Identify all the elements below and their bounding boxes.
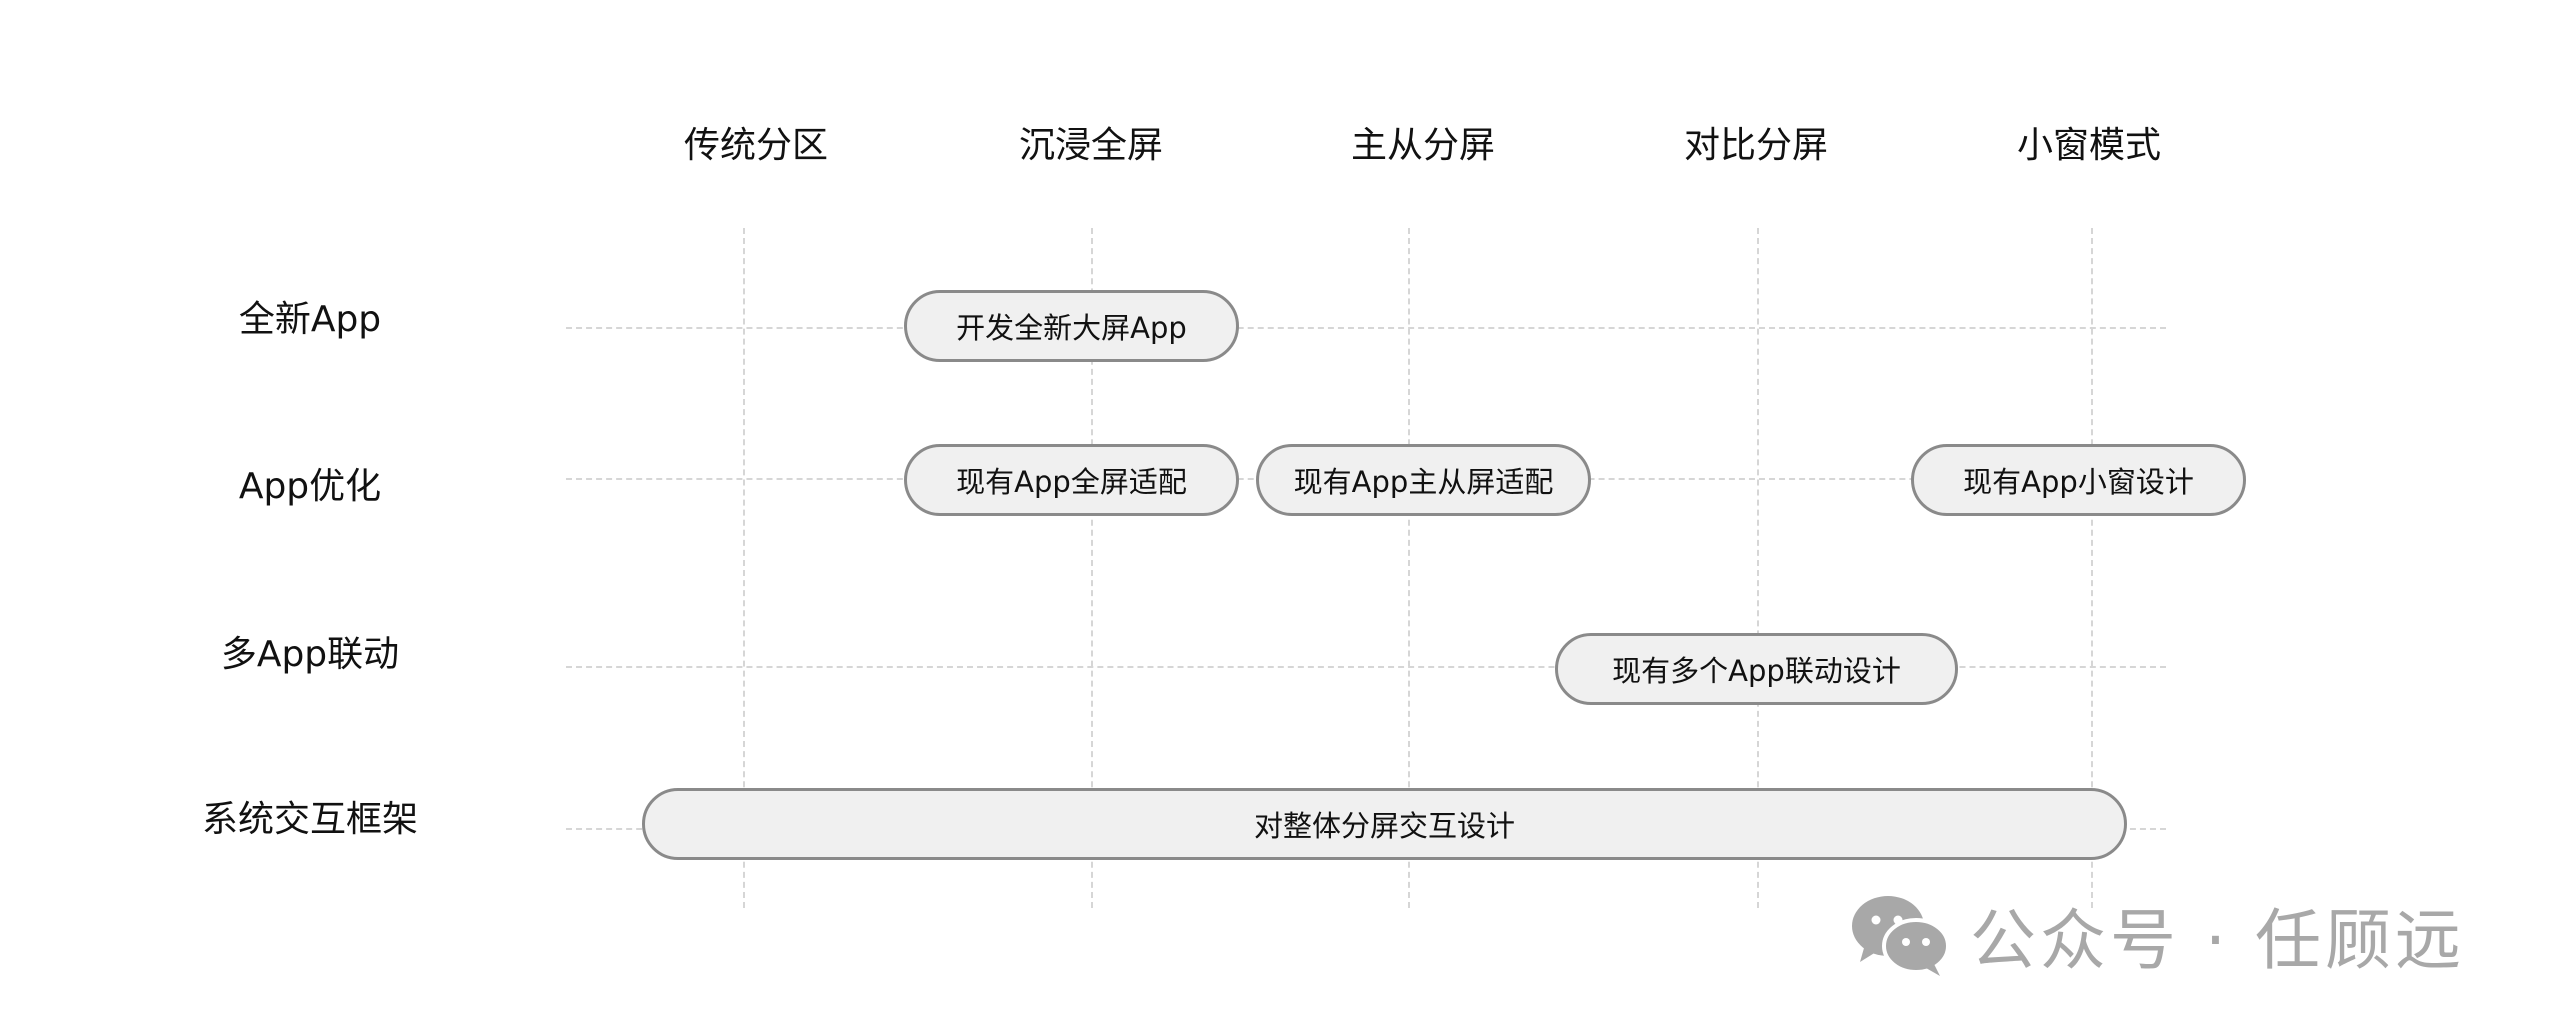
item-develop-new-large-screen-app: 开发全新大屏App bbox=[904, 290, 1239, 362]
row-label-new-app: 全新App bbox=[238, 299, 382, 340]
column-header-compare-split: 对比分屏 bbox=[1683, 125, 1828, 166]
row-label-system-interaction-framework: 系统交互框架 bbox=[201, 799, 418, 840]
gridline-vertical bbox=[1408, 228, 1410, 908]
gridline-vertical bbox=[743, 228, 745, 908]
item-existing-app-master-detail-adaptation: 现有App主从屏适配 bbox=[1256, 444, 1591, 516]
wechat-icon bbox=[1852, 896, 1950, 976]
column-header-small-window: 小窗模式 bbox=[2016, 125, 2161, 166]
column-header-master-detail-split: 主从分屏 bbox=[1350, 125, 1495, 166]
item-overall-split-screen-interaction-design: 对整体分屏交互设计 bbox=[642, 788, 2127, 860]
column-header-immersive-fullscreen: 沉浸全屏 bbox=[1018, 125, 1163, 166]
row-label-multi-app-linkage: 多App联动 bbox=[220, 634, 400, 675]
item-existing-app-small-window-design: 现有App小窗设计 bbox=[1911, 444, 2246, 516]
gridline-horizontal bbox=[566, 327, 2166, 329]
watermark: 公众号 · 任顾远 bbox=[1848, 890, 2465, 980]
item-multi-app-linkage-design: 现有多个App联动设计 bbox=[1555, 633, 1958, 705]
item-existing-app-fullscreen-adaptation: 现有App全屏适配 bbox=[904, 444, 1239, 516]
gridline-horizontal bbox=[566, 666, 2166, 668]
watermark-text: 公众号 · 任顾远 bbox=[1970, 902, 2465, 979]
column-header-traditional-partition: 传统分区 bbox=[683, 125, 828, 166]
gridline-vertical bbox=[1757, 228, 1759, 908]
row-label-app-optimization: App优化 bbox=[238, 466, 382, 507]
gridline-vertical bbox=[1091, 228, 1093, 908]
gridline-vertical bbox=[2091, 228, 2093, 908]
